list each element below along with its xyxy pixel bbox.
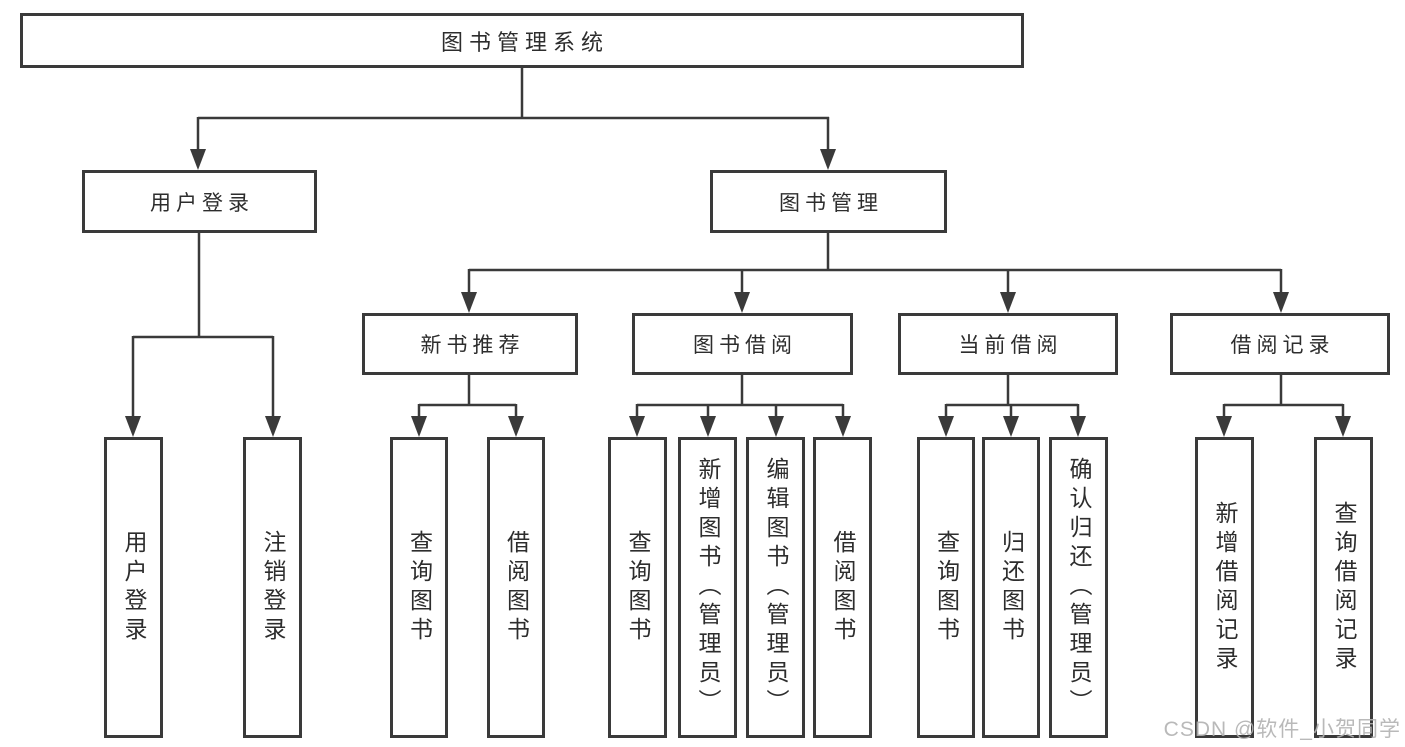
node-book-borrow: 图书借阅 xyxy=(632,313,853,375)
leaf-borrow-book-recommend: 借阅图书 xyxy=(487,437,545,738)
node-label: 用户登录 xyxy=(121,529,147,646)
leaf-logout: 注销登录 xyxy=(243,437,302,738)
node-root-library-system: 图书管理系统 xyxy=(20,13,1024,68)
node-label: 图书借阅 xyxy=(693,334,797,357)
node-label: 借阅记录 xyxy=(1230,334,1335,357)
leaf-add-book-admin: 新增图书（管理员） xyxy=(678,437,737,738)
node-label: 借阅图书 xyxy=(830,529,856,646)
node-label: 新增借阅记录 xyxy=(1212,500,1238,675)
node-label: 新书推荐 xyxy=(420,334,525,357)
csdn-watermark: CSDN @软件_小贺同学 xyxy=(1163,718,1401,741)
node-label: 借阅图书 xyxy=(503,529,530,646)
node-label: 用户登录 xyxy=(150,191,254,215)
node-new-book-recommend: 新书推荐 xyxy=(362,313,578,375)
leaf-query-book-borrow: 查询图书 xyxy=(608,437,667,738)
node-label: 当前借阅 xyxy=(958,334,1063,357)
leaf-query-book-recommend: 查询图书 xyxy=(390,437,448,738)
node-user-login: 用户登录 xyxy=(82,170,317,233)
node-borrow-records: 借阅记录 xyxy=(1170,313,1390,375)
node-current-borrow: 当前借阅 xyxy=(898,313,1118,375)
leaf-return-book: 归还图书 xyxy=(982,437,1040,738)
node-label: 查询图书 xyxy=(406,529,433,646)
node-label: 查询图书 xyxy=(933,529,960,646)
leaf-confirm-return-admin: 确认归还（管理员） xyxy=(1049,437,1108,738)
node-label: 新增图书（管理员） xyxy=(695,457,721,718)
node-label: 确认归还（管理员） xyxy=(1066,457,1092,718)
node-label: 归还图书 xyxy=(998,529,1025,646)
leaf-user-login: 用户登录 xyxy=(104,437,163,738)
node-label: 编辑图书（管理员） xyxy=(763,457,789,718)
node-label: 注销登录 xyxy=(260,529,286,646)
node-label: 查询借阅记录 xyxy=(1331,500,1357,675)
leaf-query-book-current: 查询图书 xyxy=(917,437,975,738)
node-label: 图书管理 xyxy=(779,191,883,215)
node-label: 查询图书 xyxy=(625,529,651,646)
node-label: 图书管理系统 xyxy=(440,29,609,55)
leaf-query-borrow-record: 查询借阅记录 xyxy=(1314,437,1373,738)
leaf-borrow-book-borrow: 借阅图书 xyxy=(813,437,872,738)
leaf-add-borrow-record: 新增借阅记录 xyxy=(1195,437,1254,738)
leaf-edit-book-admin: 编辑图书（管理员） xyxy=(746,437,805,738)
node-book-management: 图书管理 xyxy=(710,170,947,233)
